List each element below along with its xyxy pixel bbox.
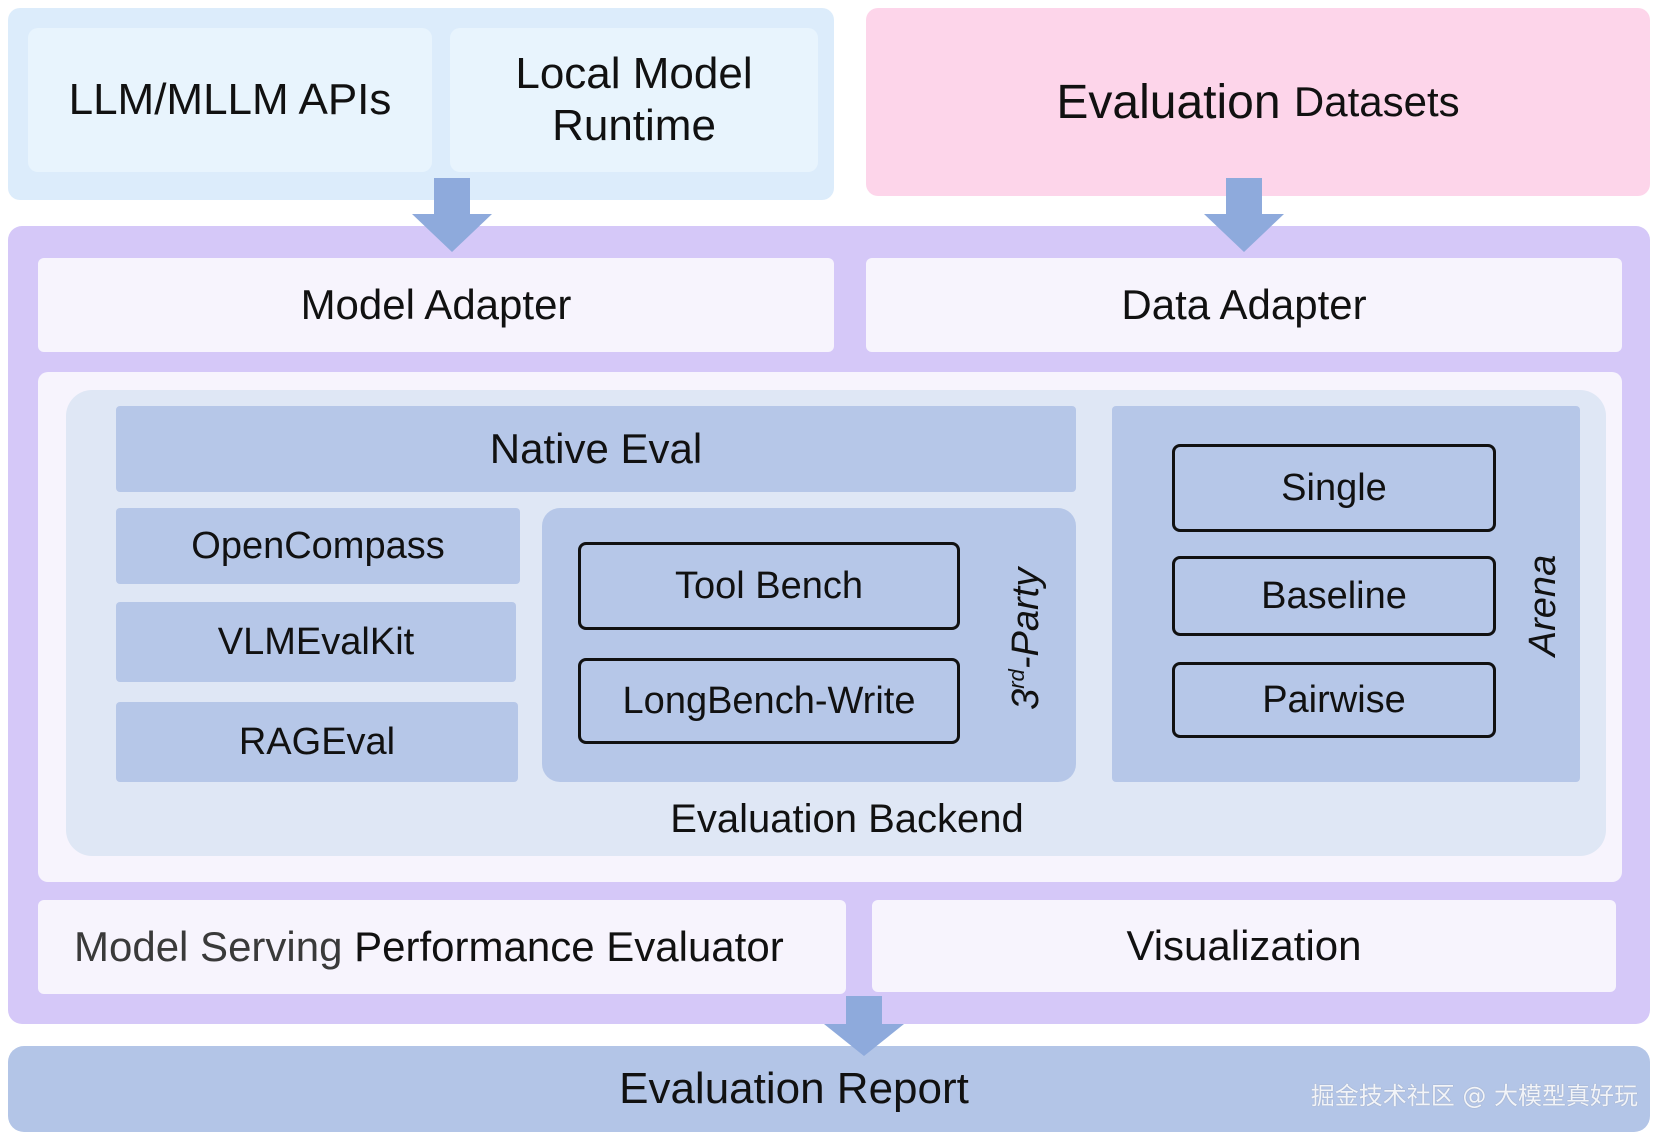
evaluation-datasets-word2: Datasets [1293, 78, 1460, 125]
local-model-runtime-line2: Runtime [552, 101, 716, 150]
baseline-label: Baseline [1261, 574, 1407, 617]
local-model-runtime-box: Local Model Runtime [450, 28, 818, 172]
arena-label: Arena [1522, 554, 1565, 656]
rageval-label: RAGEval [238, 720, 396, 763]
tool-bench-box: Tool Bench [578, 542, 960, 630]
third-party-suffix: -Party [1004, 567, 1047, 670]
arrow-down-icon [824, 996, 904, 1056]
watermark-text: 掘金技术社区 @ 大模型真好玩 [1310, 1082, 1638, 1110]
evaluation-datasets-box: Evaluation Datasets [866, 8, 1650, 196]
visualization-label: Visualization [1126, 922, 1362, 969]
arena-label-box: Arena [1494, 554, 1594, 655]
rageval-box: RAGEval [116, 702, 518, 782]
model-adapter-label: Model Adapter [300, 281, 572, 328]
baseline-box: Baseline [1172, 556, 1496, 636]
pairwise-box: Pairwise [1172, 662, 1496, 738]
performance-evaluator-part1: Model Serving [74, 923, 343, 970]
single-label: Single [1281, 466, 1387, 509]
longbench-write-box: LongBench-Write [578, 658, 960, 744]
vlmevalkit-label: VLMEvalKit [217, 620, 415, 663]
native-eval-label: Native Eval [489, 425, 703, 472]
performance-evaluator-box: Model Serving Performance Evaluator [38, 900, 846, 994]
data-adapter-label: Data Adapter [1121, 281, 1367, 328]
third-party-prefix: 3 [1004, 688, 1047, 711]
evaluation-backend-label: Evaluation Backend [670, 796, 1024, 841]
llm-mllm-apis-label: LLM/MLLM APIs [68, 75, 392, 125]
third-party-label: 3rd-Party [966, 568, 1086, 710]
single-box: Single [1172, 444, 1496, 532]
pairwise-label: Pairwise [1262, 678, 1406, 721]
data-adapter-box: Data Adapter [866, 258, 1622, 352]
arrow-down-icon [412, 178, 492, 252]
llm-mllm-apis-box: LLM/MLLM APIs [28, 28, 432, 172]
visualization-box: Visualization [872, 900, 1616, 992]
opencompass-label: OpenCompass [191, 524, 445, 567]
evaluation-report-box: Evaluation Report [8, 1046, 1650, 1132]
third-party-panel [542, 508, 1076, 782]
opencompass-box: OpenCompass [116, 508, 520, 584]
native-eval-box: Native Eval [116, 406, 1076, 492]
model-adapter-box: Model Adapter [38, 258, 834, 352]
evaluation-backend-label-box: Evaluation Backend [600, 794, 1094, 844]
vlmevalkit-box: VLMEvalKit [116, 602, 516, 682]
longbench-write-label: LongBench-Write [622, 679, 916, 722]
evaluation-datasets-word1: Evaluation [1056, 75, 1281, 129]
third-party-sup: rd [1004, 669, 1030, 689]
tool-bench-label: Tool Bench [674, 564, 863, 607]
arena-panel [1112, 406, 1580, 782]
evaluation-report-label: Evaluation Report [619, 1064, 969, 1113]
arrow-down-icon [1204, 178, 1284, 252]
performance-evaluator-part2: Performance Evaluator [354, 923, 784, 970]
local-model-runtime-line1: Local Model [515, 49, 753, 99]
